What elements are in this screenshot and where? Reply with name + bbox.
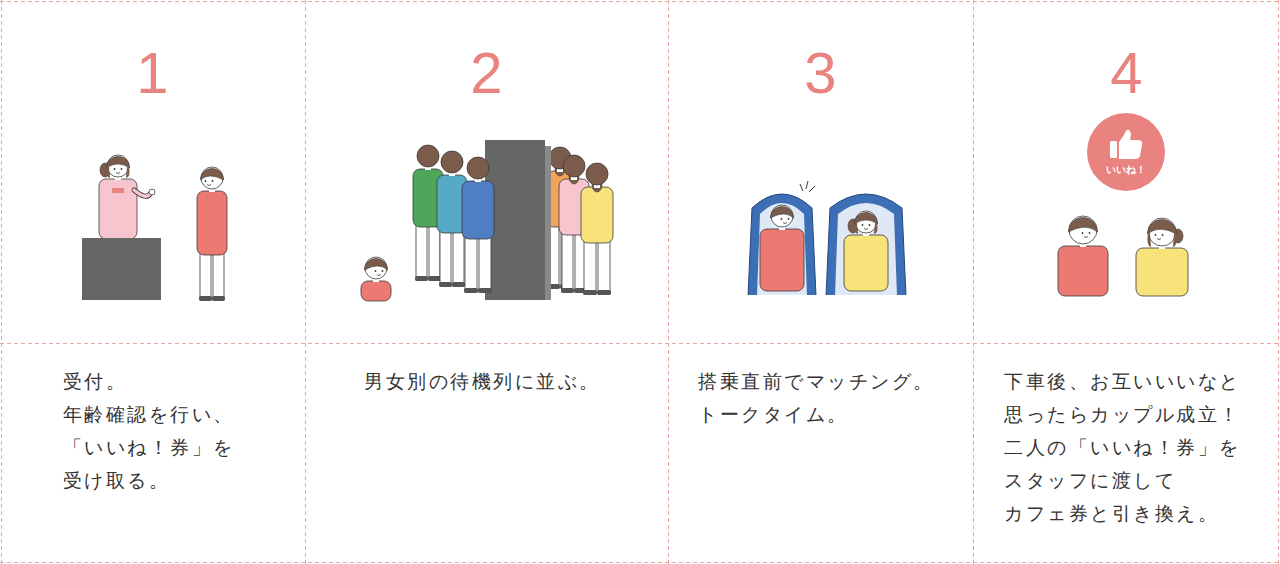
dashed-divider	[1278, 0, 1279, 564]
reception-scene	[82, 155, 227, 301]
step-number: 1	[136, 40, 168, 106]
step-cell: 2	[305, 0, 668, 343]
person-figure	[760, 205, 804, 291]
dashed-divider	[0, 343, 1280, 344]
description-cell: 受付。 年齢確認を行い、 「いいね！券」を 受け取る。	[0, 343, 305, 564]
emphasis-mark	[809, 186, 815, 192]
dashed-divider	[1, 0, 2, 564]
person-figure	[361, 257, 391, 301]
badge-label: いいね！	[1106, 163, 1146, 176]
step-number: 3	[804, 40, 836, 106]
person-figure	[1058, 216, 1108, 296]
step-number: 2	[470, 40, 502, 106]
person-figure	[99, 155, 137, 239]
step-cell: 4 いいね！	[973, 0, 1280, 343]
step-cell: 1	[0, 0, 305, 343]
description-cell: 搭乗直前でマッチング。 トークタイム。	[668, 343, 973, 564]
reception-desk	[82, 238, 161, 300]
dashed-divider	[0, 1, 1280, 2]
person-figure	[1136, 218, 1188, 296]
person-figure	[197, 167, 227, 301]
step-description: 下車後、お互いいいなと 思ったらカップル成立！ 二人の「いいね！券」を スタッフ…	[1004, 365, 1249, 530]
dashed-divider	[668, 0, 669, 564]
seat-scene	[740, 181, 920, 305]
description-cell: 男女別の待機列に並ぶ。	[305, 343, 668, 564]
figures	[82, 140, 1210, 310]
step-description: 受付。 年齢確認を行い、 「いいね！券」を 受け取る。	[63, 365, 243, 497]
step-description: 男女別の待機列に並ぶ。	[364, 365, 609, 398]
person-figure	[844, 211, 888, 291]
step-cell: 3	[668, 0, 973, 343]
couple-scene	[1050, 216, 1210, 310]
badge-circle	[1086, 112, 1166, 192]
emphasis-mark	[806, 181, 808, 189]
step-description: 搭乗直前でマッチング。 トークタイム。	[698, 365, 943, 431]
step-number: 4	[1110, 40, 1142, 106]
like-badge: いいね！	[1086, 112, 1166, 192]
person-figure	[462, 157, 494, 293]
thumb-icon	[1110, 141, 1117, 158]
emphasis-mark	[800, 184, 803, 191]
thumb-icon	[1119, 130, 1142, 159]
dashed-divider	[973, 0, 974, 564]
description-cell: 下車後、お互いいいなと 思ったらカップル成立！ 二人の「いいね！券」を スタッフ…	[973, 343, 1280, 564]
seat	[826, 194, 906, 296]
dashed-divider	[0, 562, 1280, 563]
seat	[748, 194, 816, 296]
queue-scene	[361, 140, 613, 301]
person-figure	[581, 163, 613, 295]
dashed-divider	[305, 0, 306, 564]
